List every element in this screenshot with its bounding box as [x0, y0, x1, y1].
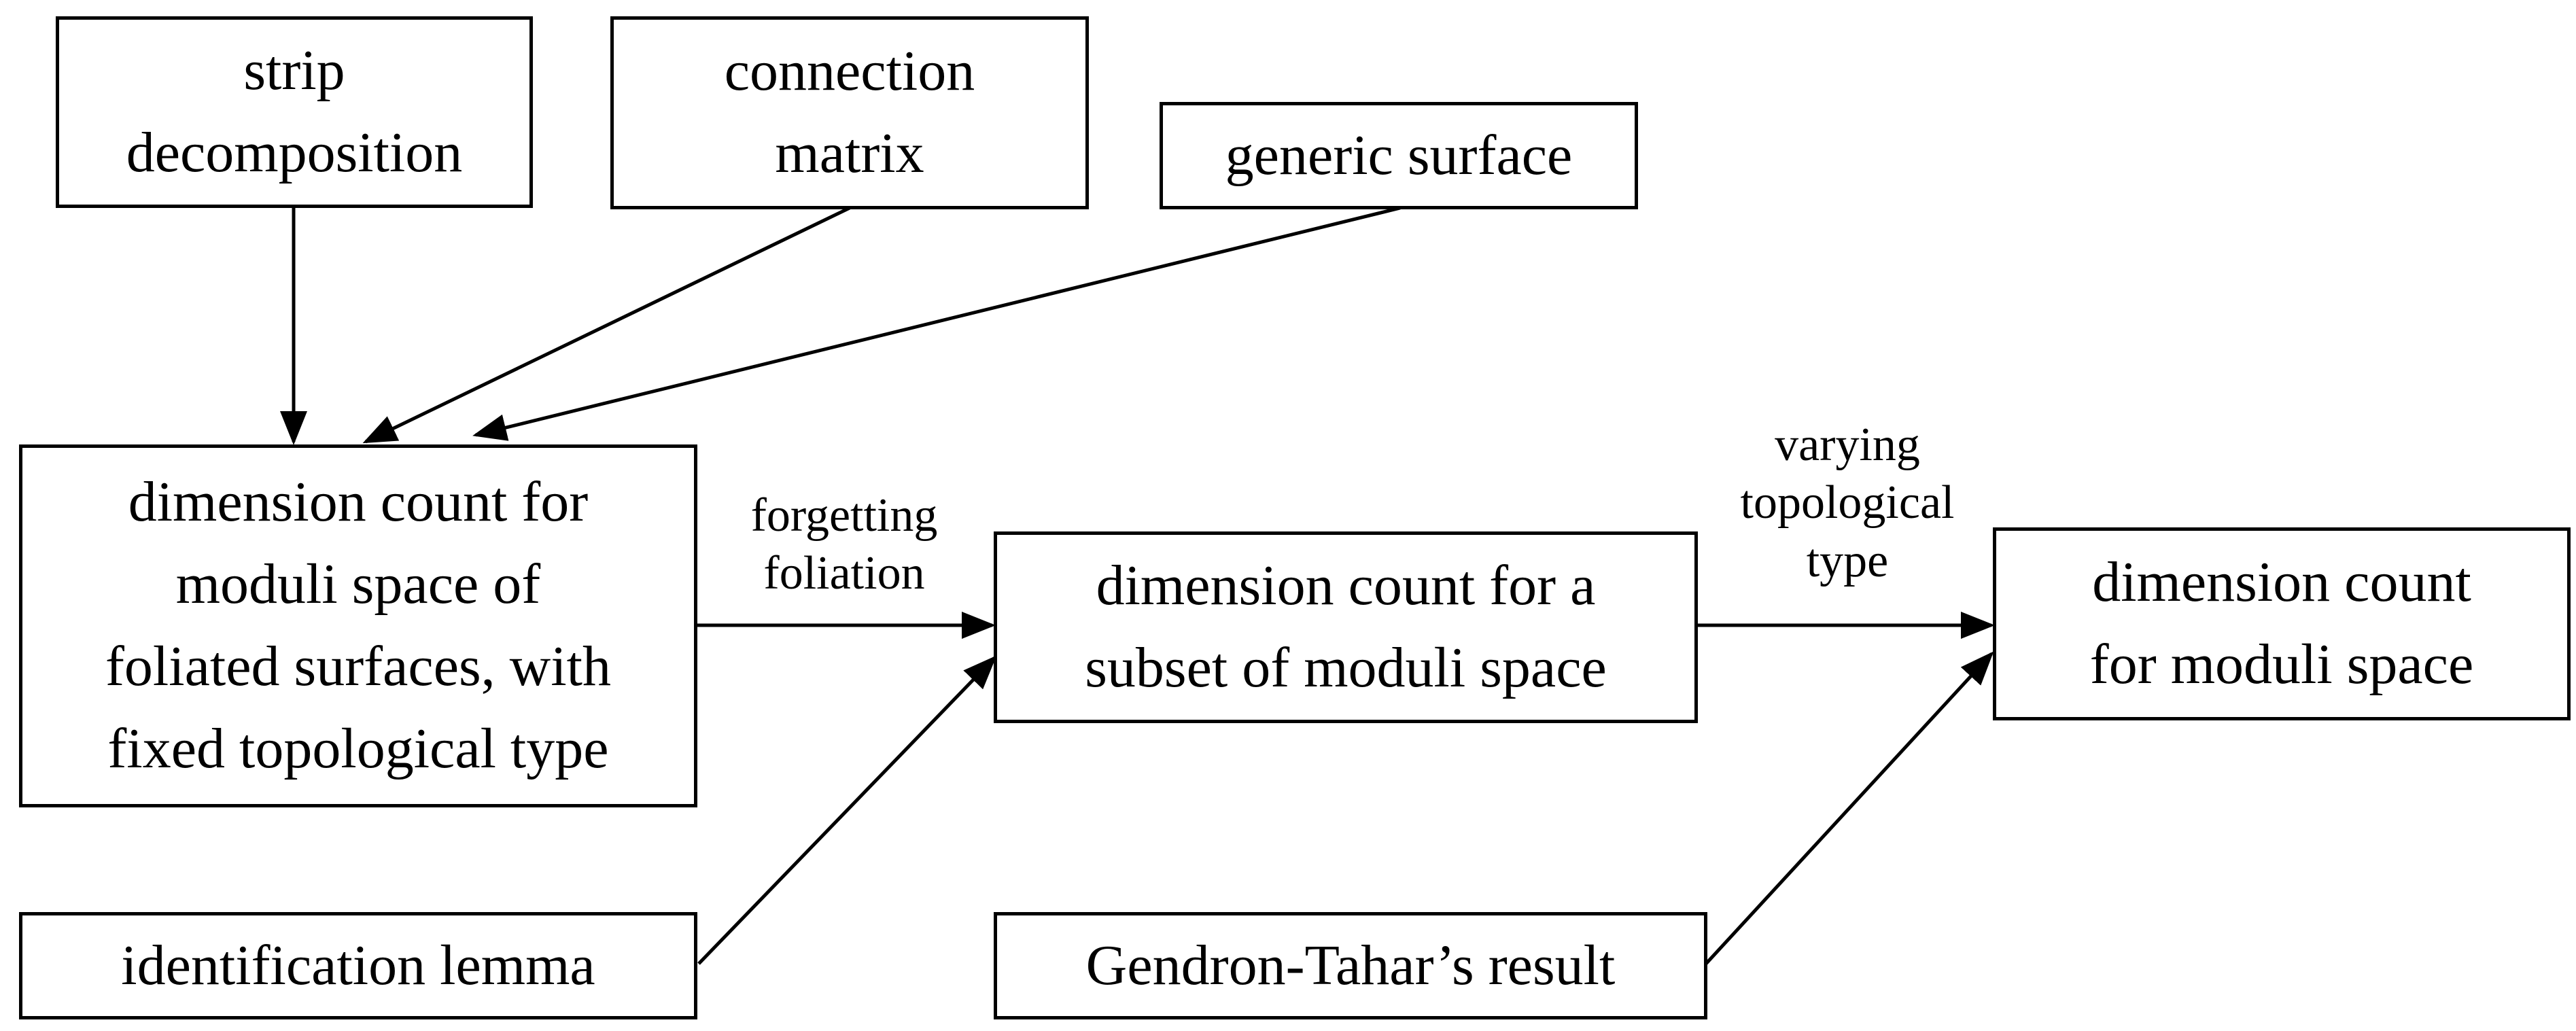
arrow-identification-to-subset	[697, 655, 997, 965]
node-connection-matrix: connection matrix	[610, 16, 1089, 209]
node-generic-surface: generic surface	[1160, 102, 1638, 209]
node-gendron-tahar-result: Gendron-Tahar’s result	[994, 912, 1707, 1019]
node-subset-dimension-count: dimension count for a subset of moduli s…	[994, 531, 1698, 723]
node-identification-lemma: identification lemma	[19, 912, 697, 1019]
node-foliated-dimension-count: dimension count for moduli space of foli…	[19, 444, 697, 807]
arrow-generic-to-foliated	[472, 206, 1401, 441]
arrow-gendron-to-moduli	[1705, 651, 1994, 965]
label-forgetting-foliation: forgetting foliation	[750, 489, 938, 600]
arrow-connection-to-foliated	[362, 206, 851, 444]
label-varying-topological-type: varying topological type	[1740, 419, 1955, 587]
node-strip-decomposition: strip decomposition	[56, 16, 533, 208]
node-moduli-dimension-count: dimension count for moduli space	[1993, 527, 2571, 720]
